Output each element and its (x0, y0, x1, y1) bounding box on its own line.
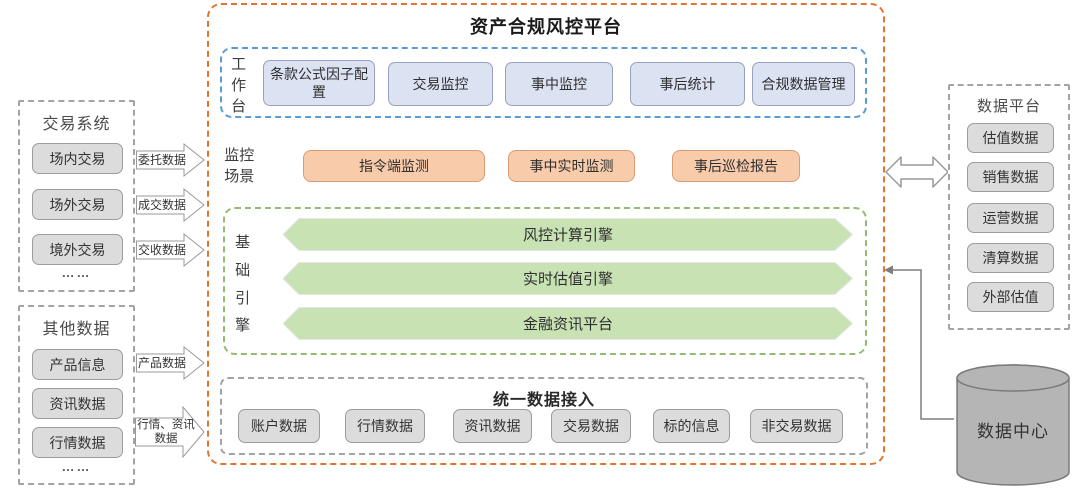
data-access-item-instrument: 标的信息 (653, 409, 730, 443)
flow-arrow-label: 行情、资讯 数据 (137, 418, 195, 445)
trading-system-item-onexchange: 场内交易 (32, 143, 123, 174)
engines-label: 基础引擎 (235, 234, 251, 335)
right-block-arrow-icon (135, 405, 205, 459)
data-platform-item-sales: 销售数据 (967, 162, 1054, 192)
data-access-item-news: 资讯数据 (453, 409, 532, 443)
trading-system-item-otc: 场外交易 (32, 189, 123, 220)
trading-system-panel: 交易系统 场内交易 场外交易 境外交易 …… (18, 100, 135, 292)
monitoring-item-realtime: 事中实时监测 (508, 150, 635, 182)
flow-arrow-market-news-data: 行情、资讯 数据 (135, 404, 205, 460)
platform-title: 资产合规风控平台 (470, 17, 622, 37)
workbench-item-trade-monitoring: 交易监控 (388, 62, 493, 106)
workbench-label: 工作台 (231, 56, 247, 115)
other-data-panel: 其他数据 产品信息 资讯数据 行情数据 …… (18, 305, 135, 485)
right-block-arrow-icon (136, 345, 205, 381)
data-platform-panel: 数据平台 估值数据 销售数据 运营数据 清算数据 外部估值 (948, 84, 1070, 330)
engine-banner-realtime-valuation: 实时估值引擎 (283, 262, 853, 295)
engine-banner-financial-info: 金融资讯平台 (283, 307, 853, 340)
data-access-title: 统一数据接入 (492, 392, 595, 409)
engines-section: 基础引擎 风控计算引擎 实时估值引擎 金融资讯平台 (223, 207, 867, 355)
data-access-section: 统一数据接入 账户数据 行情数据 资讯数据 交易数据 标的信息 非交易数据 (220, 377, 868, 455)
right-block-arrow-icon (136, 142, 205, 178)
flow-arrow-label: 交收数据 (137, 242, 186, 257)
workbench-item-inprocess-monitoring: 事中监控 (505, 62, 613, 106)
workbench-item-clause-config: 条款公式因子配置 (263, 60, 375, 106)
data-platform-item-valuation: 估值数据 (967, 123, 1054, 153)
ribbon-shape-icon (283, 307, 853, 340)
other-data-ellipsis: …… (61, 459, 92, 474)
trading-system-ellipsis: …… (61, 265, 92, 280)
data-access-item-market: 行情数据 (345, 409, 425, 443)
trading-system-item-overseas: 境外交易 (32, 234, 123, 265)
monitoring-item-order-side: 指令端监测 (303, 150, 485, 182)
workbench-item-compliance-data-mgmt: 合规数据管理 (752, 62, 855, 106)
data-platform-item-external-valuation: 外部估值 (967, 282, 1054, 312)
data-platform-item-operations: 运营数据 (967, 203, 1054, 233)
engine-banner-risk-calc: 风控计算引擎 (283, 218, 853, 251)
other-data-item-product: 产品信息 (32, 349, 123, 380)
platform-container: 资产合规风控平台 工作台 条款公式因子配置 交易监控 事中监控 事后统计 合规数… (207, 3, 885, 465)
flow-arrow-entrust-data: 委托数据 (136, 142, 205, 178)
ribbon-shape-icon (283, 218, 853, 251)
data-center-connector-arrow (880, 262, 960, 422)
workbench-section: 工作台 条款公式因子配置 交易监控 事中监控 事后统计 合规数据管理 (220, 47, 867, 118)
ribbon-shape-icon (283, 262, 853, 295)
monitoring-item-post-inspection: 事后巡检报告 (672, 150, 800, 182)
flow-arrow-settlement-data: 交收数据 (136, 232, 205, 268)
engine-label: 金融资讯平台 (522, 316, 613, 333)
data-center-label: 数据中心 (977, 422, 1049, 441)
monitoring-label: 监控场景 (224, 147, 255, 185)
bidirectional-arrow-icon (885, 151, 949, 193)
flow-arrow-execution-data: 成交数据 (136, 187, 205, 223)
flow-arrow-label: 产品数据 (137, 355, 186, 370)
other-data-title: 其他数据 (42, 321, 111, 338)
data-center-cylinder: 数据中心 (954, 362, 1072, 488)
data-access-item-account: 账户数据 (238, 409, 320, 443)
trading-system-title: 交易系统 (42, 116, 111, 133)
data-access-item-nontrade: 非交易数据 (750, 409, 843, 443)
other-data-item-market: 行情数据 (32, 427, 123, 458)
right-block-arrow-icon (136, 232, 205, 268)
data-access-item-trade: 交易数据 (551, 409, 631, 443)
other-data-item-news: 资讯数据 (32, 388, 123, 419)
engine-label: 实时估值引擎 (522, 271, 613, 288)
engine-label: 风控计算引擎 (522, 227, 613, 244)
database-icon (956, 364, 1070, 486)
flow-arrow-product-data: 产品数据 (136, 345, 205, 381)
data-platform-item-clearing: 清算数据 (967, 243, 1054, 273)
data-platform-title: 数据平台 (976, 98, 1041, 115)
flow-arrow-label: 成交数据 (137, 197, 186, 212)
flow-arrow-label: 委托数据 (137, 152, 186, 167)
right-block-arrow-icon (136, 187, 205, 223)
workbench-item-post-statistics: 事后统计 (630, 62, 745, 106)
